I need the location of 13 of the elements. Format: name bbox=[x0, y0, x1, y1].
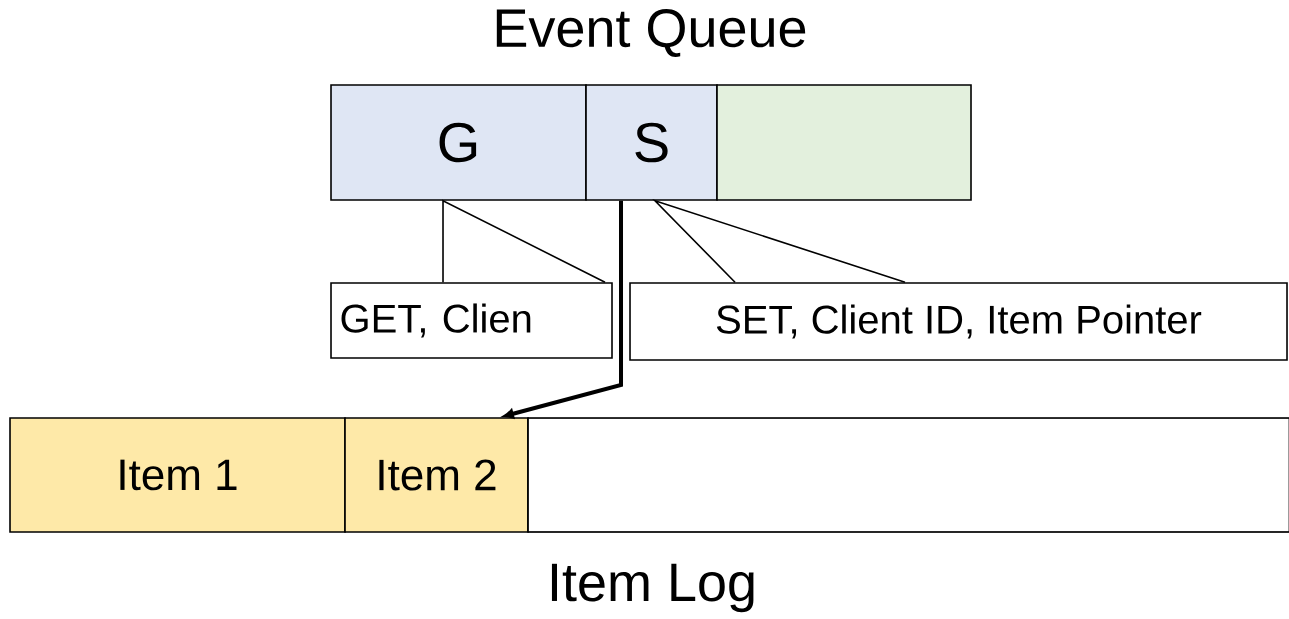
caption: Item Log bbox=[551, 563, 754, 613]
leader-line bbox=[652, 199, 906, 283]
arrow bbox=[503, 200, 623, 419]
title: Event Queue bbox=[496, 9, 806, 57]
queue-cell: G bbox=[330, 84, 587, 201]
log-cell: Item 2 bbox=[344, 417, 529, 533]
callout-box: SET, Client ID, Item Pointer bbox=[629, 282, 1288, 361]
leader-line bbox=[442, 199, 606, 283]
callout-box: GET, Clien bbox=[330, 282, 613, 359]
log-cell: Item 1 bbox=[9, 417, 346, 533]
queue-cell bbox=[716, 84, 972, 201]
log-cell bbox=[527, 417, 1289, 533]
queue-cell: S bbox=[585, 84, 718, 201]
